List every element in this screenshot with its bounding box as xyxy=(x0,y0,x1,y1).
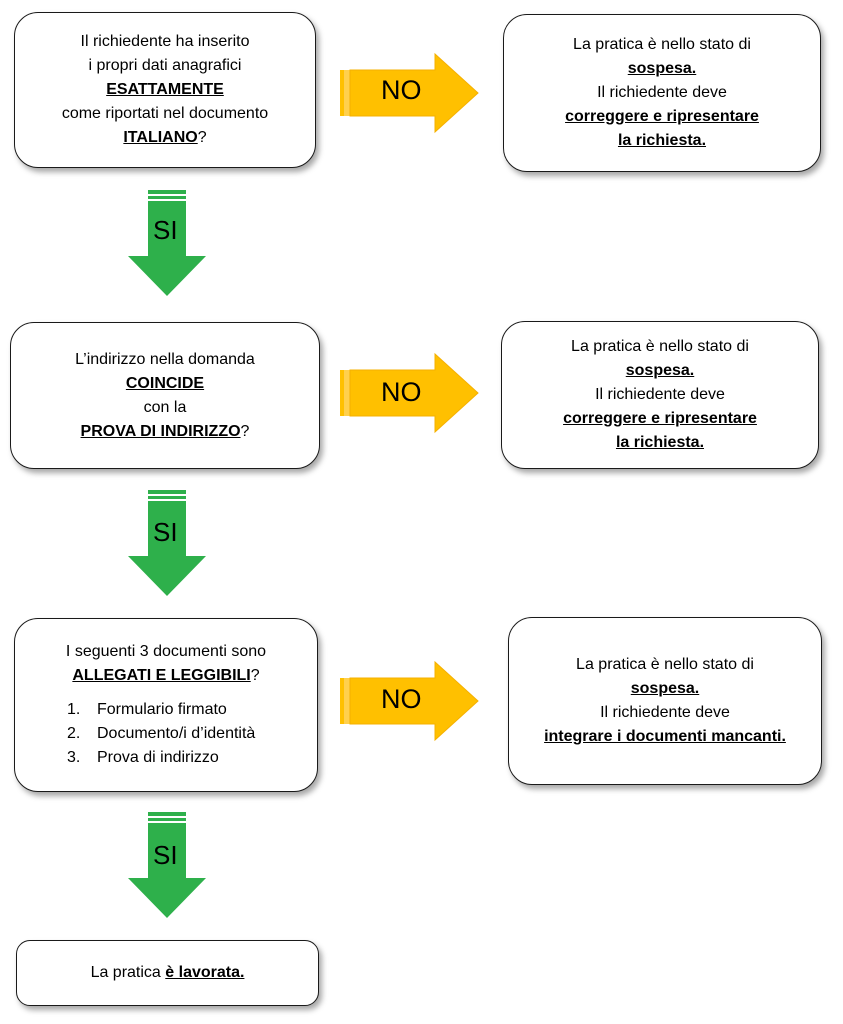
no-label-3: NO xyxy=(381,684,422,714)
result-box-3: La pratica è nello stato di sospesa. Il … xyxy=(508,617,822,785)
si-label-1: SI xyxy=(153,215,178,245)
list-item: 2. Documento/i d’identità xyxy=(67,722,255,746)
q2-line-4: PROVA DI INDIRIZZO? xyxy=(81,420,250,444)
question-box-1: Il richiedente ha inserito i propri dati… xyxy=(14,12,316,168)
q1-question-mark: ? xyxy=(197,129,207,146)
q1-line-2: i propri dati anagrafici xyxy=(88,57,242,74)
list-item-number: 3. xyxy=(67,749,81,766)
r2-line-4: correggere e ripresentare xyxy=(563,410,757,427)
si-label-3: SI xyxy=(153,840,178,870)
list-item-text: Formulario firmato xyxy=(97,701,227,718)
q3-line-2: ALLEGATI E LEGGIBILI? xyxy=(72,664,259,688)
final-line: La pratica è lavorata. xyxy=(91,961,245,985)
r2-line-3: Il richiedente deve xyxy=(595,386,725,403)
q2-line-2: COINCIDE xyxy=(125,374,205,392)
documents-list: 1. Formulario firmato 2. Documento/i d’ide… xyxy=(67,698,255,770)
q1-line-5: ITALIANO? xyxy=(123,126,206,150)
r3-line-4: integrare i documenti mancanti. xyxy=(544,728,786,745)
q2-line-1: L’indirizzo nella domanda xyxy=(75,350,255,368)
r3-line-1: La pratica è nello stato di xyxy=(576,656,754,673)
no-label-2: NO xyxy=(381,377,422,407)
q3-question-mark: ? xyxy=(250,667,260,684)
si-label-2: SI xyxy=(153,517,178,547)
q2-line-3: con la xyxy=(143,398,187,416)
r3-line-2: sospesa. xyxy=(630,680,700,697)
q1-line-4: come riportati nel documento xyxy=(61,105,269,122)
list-item: 3. Prova di indirizzo xyxy=(67,746,255,770)
q3-allegati-leggibili: ALLEGATI E LEGGIBILI xyxy=(72,667,251,684)
no-arrow-2 xyxy=(340,352,479,434)
q3-line-1: I seguenti 3 documenti sono xyxy=(65,643,267,660)
list-item: 1. Formulario firmato xyxy=(67,698,255,722)
q1-line-3: ESATTAMENTE xyxy=(106,81,224,98)
list-item-text: Prova di indirizzo xyxy=(97,749,219,766)
final-box: La pratica è lavorata. xyxy=(16,940,319,1006)
q2-question-mark: ? xyxy=(240,422,250,440)
si-arrow-1 xyxy=(128,190,206,296)
r2-line-5: la richiesta. xyxy=(615,434,705,451)
r1-line-5: la richiesta. xyxy=(617,132,707,149)
si-arrow-3 xyxy=(128,812,206,918)
question-box-2: L’indirizzo nella domanda COINCIDE con l… xyxy=(10,322,320,469)
r1-line-1: La pratica è nello stato di xyxy=(573,36,751,53)
si-arrow-2 xyxy=(128,490,206,596)
r2-line-1: La pratica è nello stato di xyxy=(571,338,749,355)
q1-italiano: ITALIANO xyxy=(123,129,198,146)
final-lavorata: è lavorata. xyxy=(165,964,245,981)
r1-line-4: correggere e ripresentare xyxy=(565,108,759,125)
q2-prova-indirizzo: PROVA DI INDIRIZZO xyxy=(80,422,241,440)
q1-line-1: Il richiedente ha inserito xyxy=(80,33,250,50)
list-item-number: 2. xyxy=(67,725,81,742)
r2-line-2: sospesa. xyxy=(625,362,695,379)
result-box-2: La pratica è nello stato di sospesa. Il … xyxy=(501,321,819,469)
r1-line-3: Il richiedente deve xyxy=(597,84,727,101)
no-arrow-3 xyxy=(340,660,479,742)
list-item-text: Documento/i d’identità xyxy=(97,725,256,742)
question-box-3: I seguenti 3 documenti sono ALLEGATI E L… xyxy=(14,618,318,792)
no-label-1: NO xyxy=(381,75,422,105)
r1-line-2: sospesa. xyxy=(627,60,697,77)
result-box-1: La pratica è nello stato di sospesa. Il … xyxy=(503,14,821,172)
list-item-number: 1. xyxy=(67,701,81,718)
no-arrow-1 xyxy=(340,52,479,134)
r3-line-3: Il richiedente deve xyxy=(600,704,730,721)
final-text: La pratica xyxy=(90,964,166,981)
